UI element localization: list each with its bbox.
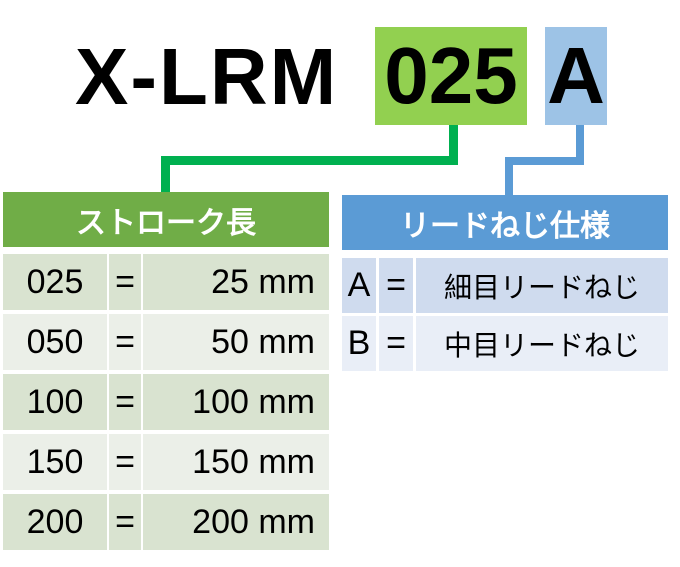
lead-value-cell: 中目リードねじ [416,316,668,371]
model-prefix: X-LRM [75,32,339,121]
stroke-value-cell: 50 mm [143,314,329,370]
lead-code-box: A [545,27,607,125]
equals-cell: = [109,434,141,490]
stroke-code-box: 025 [375,27,527,125]
lead-connector [505,157,513,195]
lead-connector [576,125,584,165]
stroke-value-cell: 200 mm [143,494,329,550]
equals-cell: = [379,258,413,313]
stroke-value-cell: 25 mm [143,254,329,310]
stroke-value-cell: 100 mm [143,374,329,430]
stroke-table-header: ストローク長 [3,192,329,247]
stroke-value-cell: 150 mm [143,434,329,490]
lead-value-cell: 細目リードねじ [416,258,668,313]
equals-cell: = [109,494,141,550]
lead-code-cell: A [342,258,376,313]
equals-cell: = [379,316,413,371]
equals-cell: = [109,254,141,310]
stroke-code-cell: 150 [3,434,107,490]
lead-table-header: リードねじ仕様 [342,195,668,250]
stroke-code-cell: 025 [3,254,107,310]
stroke-code-cell: 100 [3,374,107,430]
stroke-connector [161,156,458,165]
equals-cell: = [109,374,141,430]
stroke-code-cell: 200 [3,494,107,550]
stroke-connector [161,156,170,193]
stroke-connector [449,125,458,165]
equals-cell: = [109,314,141,370]
lead-code-cell: B [342,316,376,371]
stroke-code-cell: 050 [3,314,107,370]
lead-connector [505,157,584,165]
